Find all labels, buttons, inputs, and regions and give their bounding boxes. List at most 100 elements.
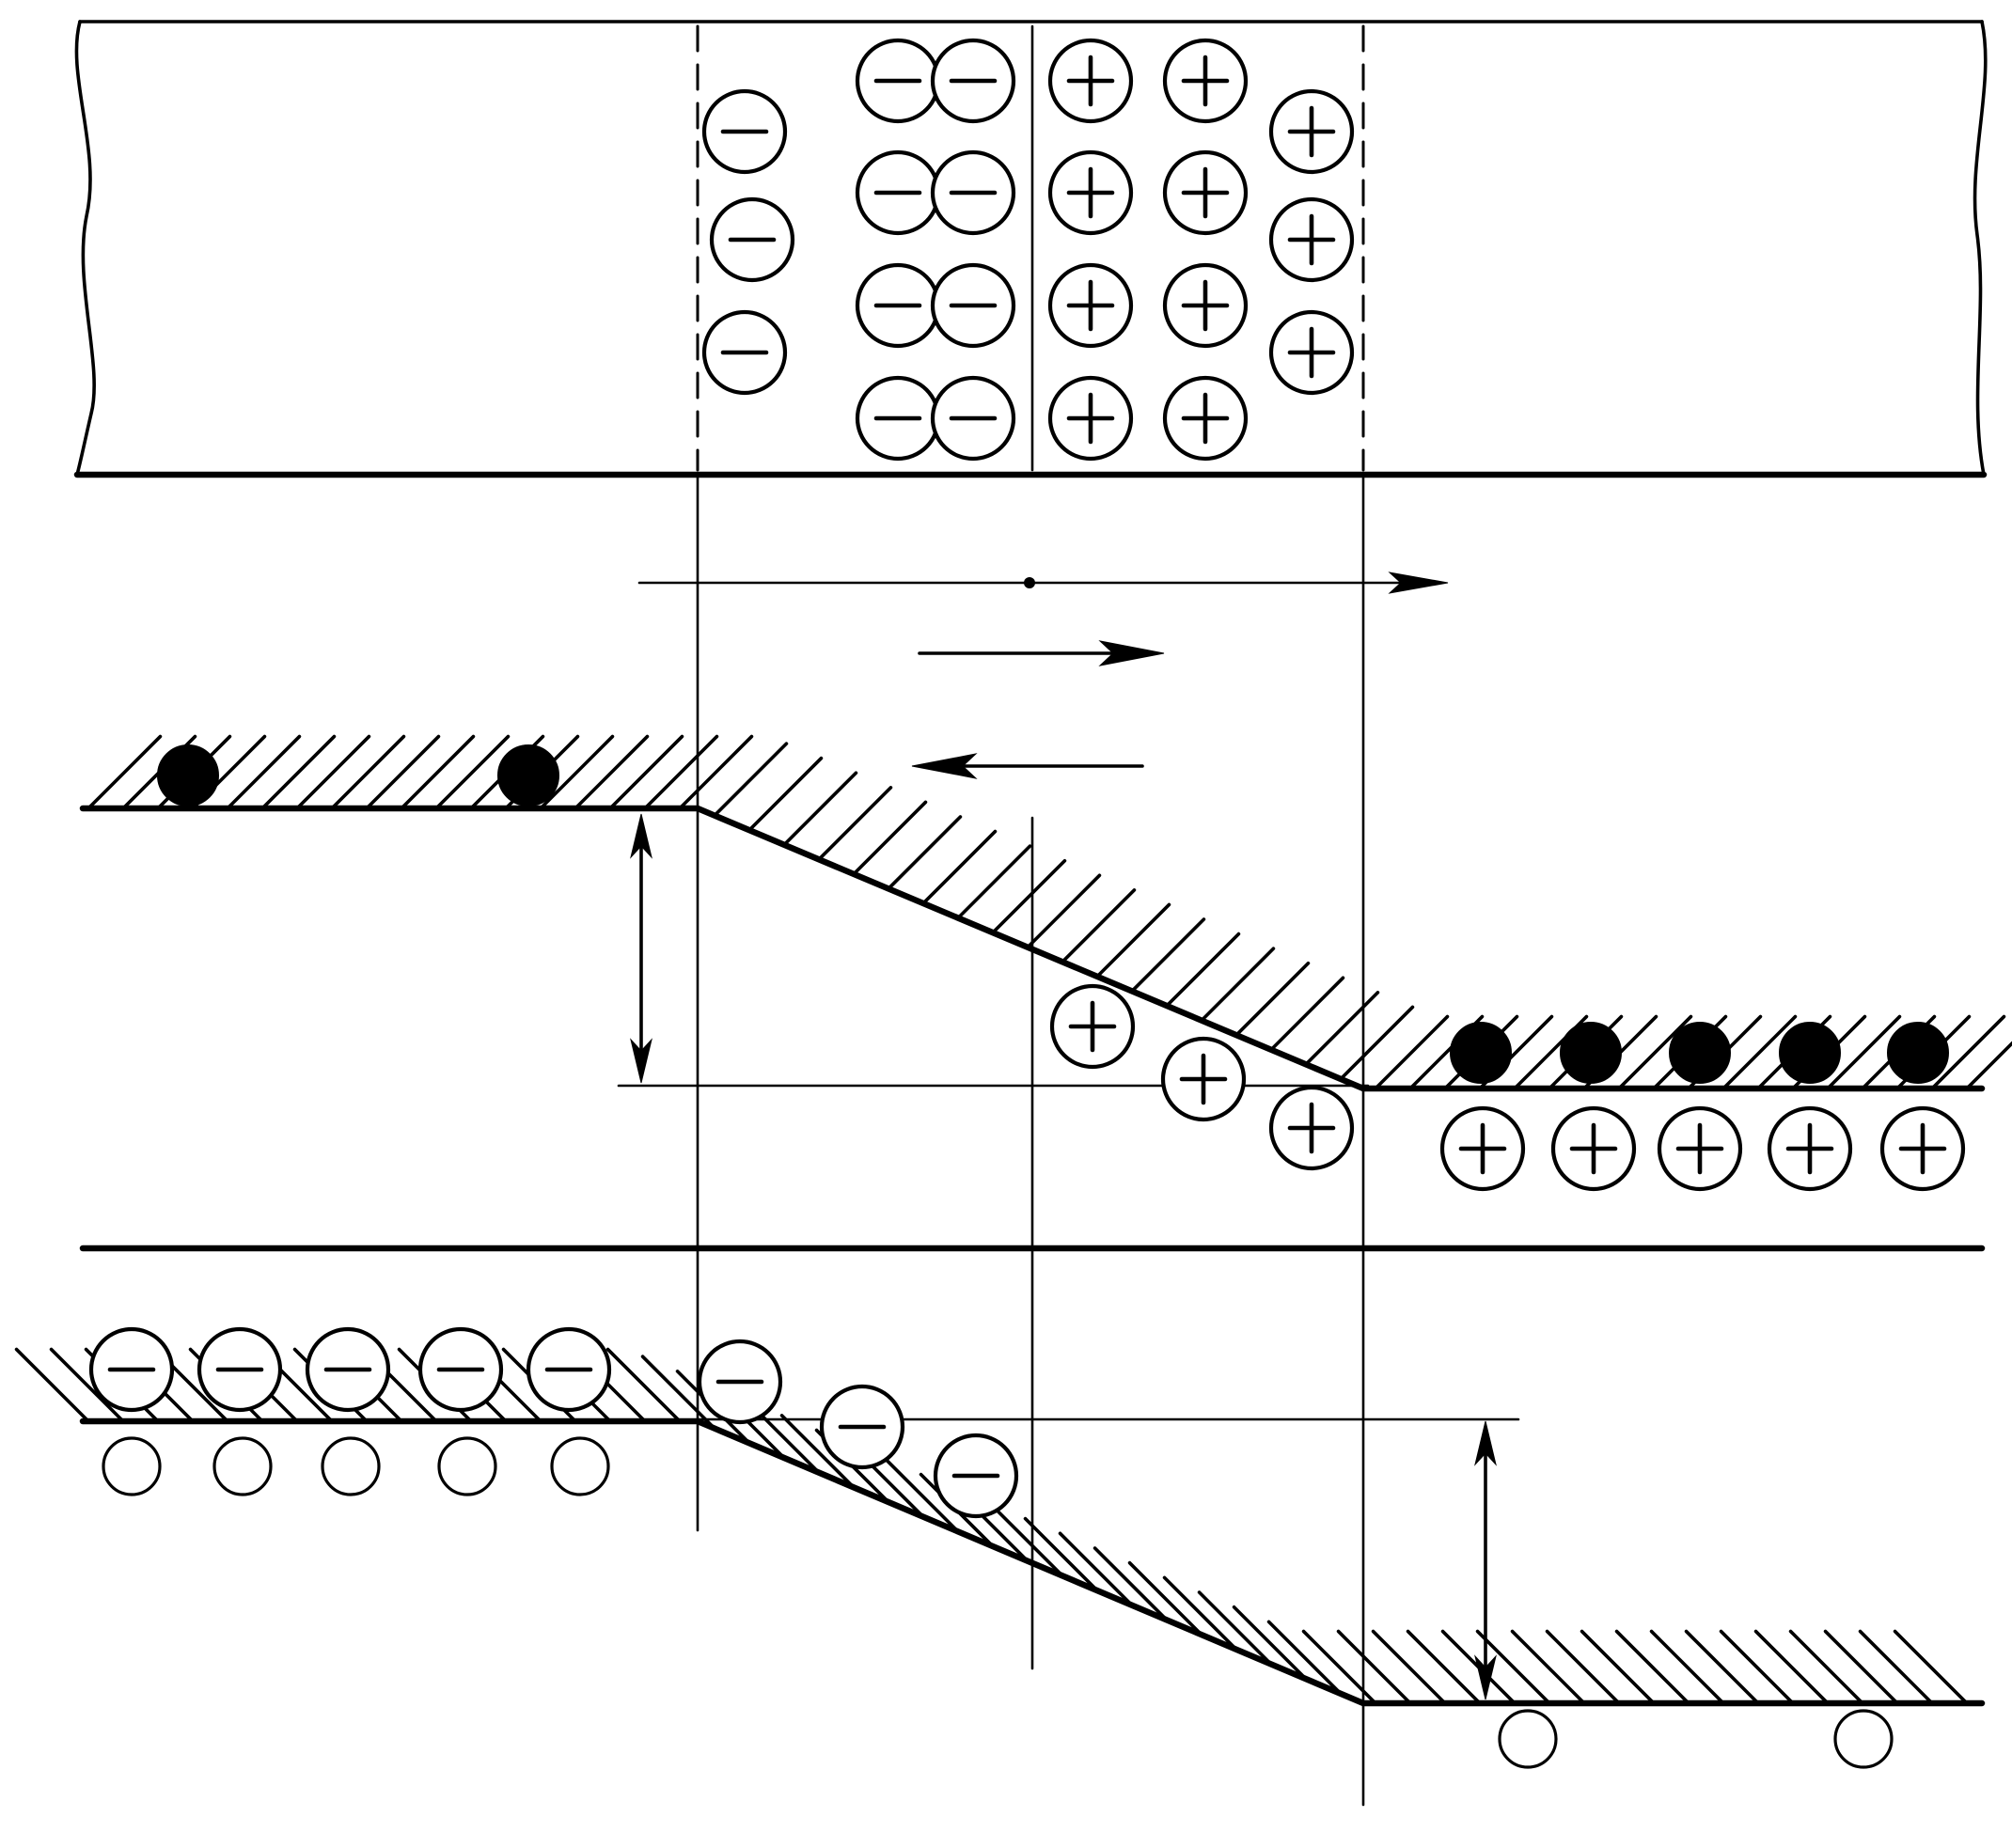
electron — [1887, 1022, 1949, 1084]
negative-ion — [305, 1326, 391, 1413]
hatch-line — [608, 734, 684, 810]
bar-right-break — [1973, 20, 1988, 477]
hatch-line — [1061, 888, 1137, 964]
hatch-line — [779, 1414, 856, 1490]
hatch-line — [1197, 1590, 1273, 1667]
hatch-line — [260, 734, 337, 810]
hatch-line — [1893, 1629, 1969, 1705]
hatch-line — [605, 1347, 682, 1423]
negative-ion — [819, 1384, 905, 1470]
hatch-line — [1165, 932, 1241, 1008]
negative-ion — [930, 375, 1016, 462]
positive-ion — [1047, 38, 1134, 124]
hatch-line — [887, 815, 963, 891]
hatch-line — [295, 734, 371, 810]
hatch-line — [1826, 1014, 1902, 1090]
hatch-line — [1753, 1629, 1830, 1705]
hatch-line — [1301, 1629, 1377, 1705]
negative-ion — [855, 375, 941, 462]
hatch-line — [1510, 1629, 1586, 1705]
hatch-line — [574, 734, 650, 810]
hatch-line — [1269, 976, 1345, 1052]
negative-ion — [88, 1326, 175, 1413]
hatch-line — [956, 844, 1032, 920]
positive-ion — [1767, 1105, 1853, 1192]
negative-ion — [933, 1433, 1019, 1519]
hatch-line — [852, 800, 928, 876]
negative-ion — [417, 1326, 504, 1413]
electron — [1669, 1022, 1731, 1084]
hatch-line — [1545, 1629, 1621, 1705]
electron — [1560, 1022, 1622, 1084]
hatch-line — [1023, 1516, 1099, 1592]
vertical-guides — [696, 473, 1365, 1807]
hatch-line — [14, 1347, 90, 1423]
negative-ion — [930, 149, 1016, 236]
hatch-line — [991, 858, 1067, 934]
negative-ion — [930, 38, 1016, 124]
negative-ion — [526, 1326, 612, 1413]
hatch-line — [1026, 873, 1102, 949]
negative-ion — [855, 149, 941, 236]
negative-ion — [855, 262, 941, 349]
hatch-line — [640, 1355, 716, 1431]
positive-ion — [1162, 149, 1249, 236]
hatch-line — [1200, 947, 1276, 1023]
hatch-line — [1130, 917, 1206, 994]
valence-band — [14, 1347, 1986, 1707]
hatch-line — [1266, 1620, 1343, 1696]
hatch-line — [782, 771, 858, 847]
positive-ion — [1047, 149, 1134, 236]
hatch-line — [1406, 1629, 1482, 1705]
hatch-line — [884, 1458, 960, 1534]
drift-arrow-head — [1098, 640, 1165, 666]
hatch-line — [713, 742, 789, 818]
valence-band-hatching — [14, 1347, 1969, 1705]
hole — [437, 1436, 497, 1496]
cb-offset-arrow-head-down — [630, 1038, 652, 1084]
hatch-line — [434, 734, 511, 810]
positive-ion — [1268, 309, 1355, 396]
hatch-line — [1234, 961, 1311, 1037]
hatch-line — [678, 734, 754, 810]
semiconductor-bar — [73, 20, 1988, 478]
hole — [550, 1436, 610, 1496]
hatch-line — [1965, 1041, 2012, 1090]
ions-layer — [88, 38, 1966, 1519]
electron — [497, 744, 559, 807]
hatch-line — [988, 1502, 1064, 1578]
positive-ion — [1439, 1105, 1526, 1192]
carriers-layer — [102, 744, 1949, 1769]
negative-ion — [709, 196, 795, 283]
cb-offset-arrow-head-up — [630, 813, 652, 859]
positive-ion — [1550, 1105, 1637, 1192]
positive-ion — [1049, 983, 1136, 1070]
diffusion-arrow-head — [911, 753, 978, 779]
hatch-line — [921, 829, 998, 905]
positive-ion — [1879, 1105, 1966, 1192]
valence-band-edge — [79, 1417, 1986, 1707]
positive-ion — [1162, 375, 1249, 462]
hole — [1498, 1709, 1558, 1769]
bar-left-break — [74, 20, 96, 477]
hatch-line — [643, 734, 719, 810]
hatch-line — [365, 734, 441, 810]
electron — [1450, 1022, 1512, 1084]
hatch-line — [1232, 1605, 1308, 1681]
hatch-line — [1614, 1629, 1690, 1705]
hatch-line — [1475, 1629, 1551, 1705]
hatch-line — [1058, 1531, 1134, 1607]
hatch-line — [1580, 1629, 1656, 1705]
direction-arrows — [637, 572, 1449, 779]
hatch-line — [1649, 1629, 1725, 1705]
hatch-line — [86, 734, 163, 810]
hatch-line — [1162, 1575, 1238, 1652]
hole — [1833, 1709, 1894, 1769]
hatch-line — [1617, 1014, 1693, 1090]
hatch-line — [1092, 1546, 1169, 1622]
hatch-line — [226, 734, 302, 810]
hatch-line — [1336, 1629, 1412, 1705]
field-arrow-head — [1388, 572, 1449, 594]
negative-ion — [855, 38, 941, 124]
hatch-line — [1719, 1629, 1795, 1705]
